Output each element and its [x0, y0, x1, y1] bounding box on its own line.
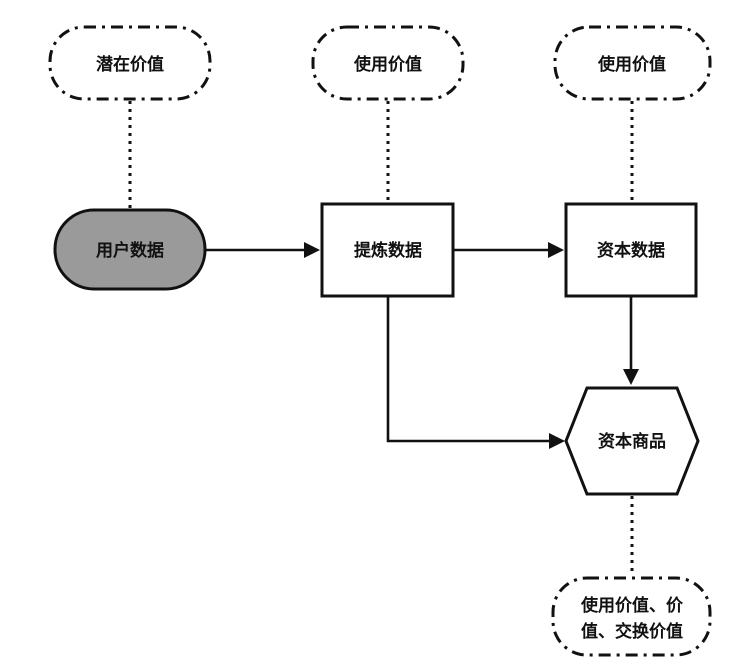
- value-bubble-potential: 潜在价值: [48, 25, 212, 101]
- value-final-line1: 使用价值、价: [580, 595, 684, 616]
- background-panel-left: [0, 0, 30, 672]
- value-bubble-final: 使用价值、价 值、交换价值: [551, 576, 712, 657]
- node-user-data: 用户数据: [53, 208, 207, 291]
- value-bubble-use-1: 使用价值: [311, 25, 465, 101]
- background-panel-right: [718, 0, 740, 672]
- node-refine-data-label: 提炼数据: [354, 240, 422, 261]
- value-bubble-use-2: 使用价值: [553, 25, 712, 101]
- value-use-1-label: 使用价值: [353, 54, 422, 75]
- node-capital-data-label: 资本数据: [597, 240, 665, 261]
- node-capital-commodity-label: 资本商品: [598, 431, 666, 452]
- arrow-refine-to-commodity: [386, 296, 565, 449]
- arrow-user-to-refine: [205, 242, 320, 258]
- node-capital-data: 资本数据: [564, 202, 698, 298]
- value-potential-label: 潜在价值: [96, 54, 164, 75]
- arrow-capital-to-commodity: [623, 296, 639, 385]
- node-refine-data: 提炼数据: [320, 202, 455, 298]
- value-use-2-label: 使用价值: [597, 54, 666, 75]
- arrow-refine-to-capital: [453, 242, 564, 258]
- node-capital-commodity: 资本商品: [564, 386, 700, 496]
- node-user-data-label: 用户数据: [96, 240, 164, 261]
- value-final-line2: 值、交换价值: [581, 621, 683, 642]
